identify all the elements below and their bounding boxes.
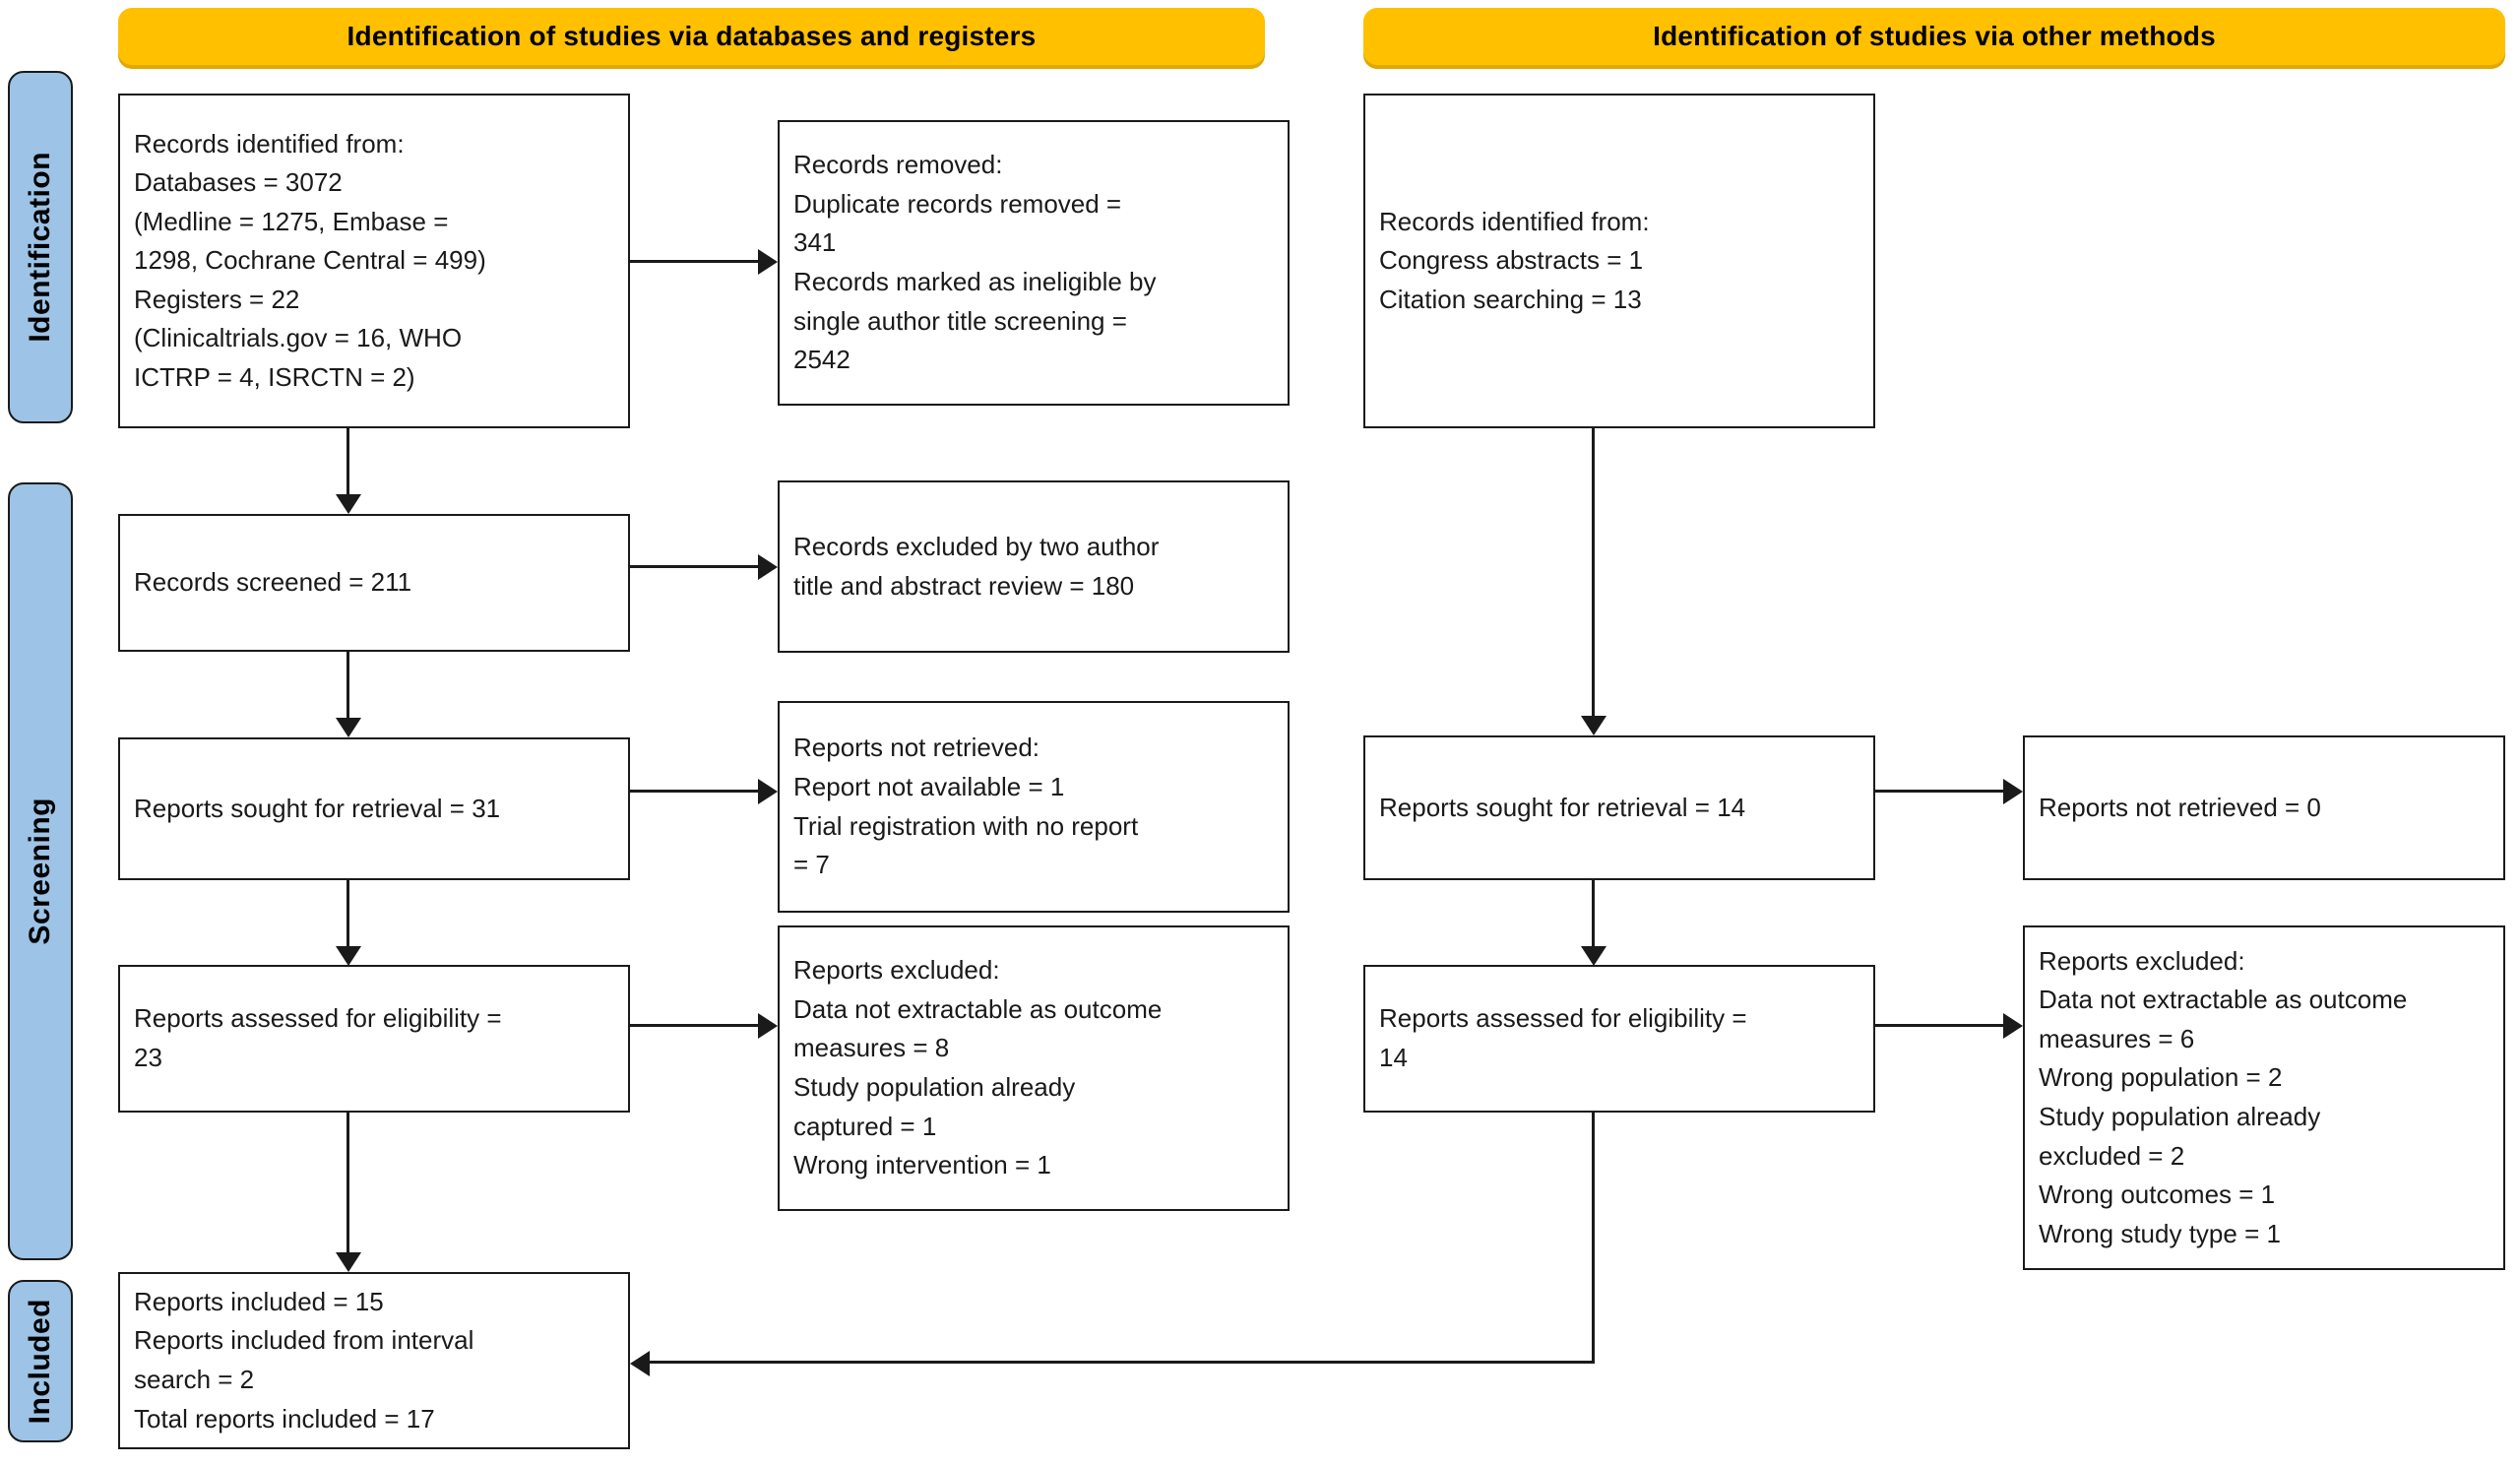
box-line: (Medline = 1275, Embase = [134, 206, 449, 236]
box-line: 23 [134, 1043, 162, 1072]
box-line: Reports excluded: [2039, 945, 2245, 976]
arrowhead-other-identified-to-sought [1581, 716, 1606, 735]
box-line: search = 2 [134, 1365, 255, 1394]
box-reports-sought-retrieval-other: Reports sought for retrieval = 14 [1363, 735, 1875, 880]
box-line: Reports sought for retrieval = 14 [1379, 792, 1746, 822]
phase-label-included: Included [24, 1298, 56, 1425]
arrowhead-other-sought-to-not-retrieved [2003, 779, 2023, 804]
box-line: Report not available = 1 [793, 771, 1065, 801]
connector-sought-to-assessed [346, 880, 349, 954]
box-line: = 7 [793, 850, 830, 880]
box-line: 1298, Cochrane Central = 499) [134, 245, 486, 276]
box-reports-not-retrieved-databases: Reports not retrieved: Report not availa… [778, 701, 1290, 913]
arrowhead-identified-to-removed [758, 249, 778, 275]
box-line: captured = 1 [793, 1111, 937, 1141]
box-line: Reports excluded: [793, 955, 1000, 986]
box-line: Reports included = 15 [134, 1286, 384, 1316]
arrowhead-other-assessed-to-included [630, 1351, 650, 1376]
box-line: Wrong study type = 1 [2039, 1218, 2281, 1248]
box-reports-sought-retrieval-databases: Reports sought for retrieval = 31 [118, 737, 630, 880]
box-line: ICTRP = 4, ISRCTN = 2) [134, 361, 415, 392]
box-line: Records marked as ineligible by [793, 267, 1157, 296]
phase-bar-screening: Screening [8, 482, 73, 1260]
arrowhead-assessed-to-excluded [758, 1013, 778, 1039]
box-line: Reports not retrieved: [793, 733, 1040, 763]
connector-screened-to-excluded [630, 565, 758, 568]
box-line: Reports assessed for eligibility = [134, 1003, 502, 1034]
box-line: Study population already [793, 1072, 1076, 1102]
box-line: Wrong population = 2 [2039, 1062, 2283, 1093]
box-reports-excluded-eligibility-other: Reports excluded: Data not extractable a… [2023, 925, 2505, 1270]
box-line: Registers = 22 [134, 284, 300, 314]
arrowhead-sought-to-not-retrieved [758, 779, 778, 804]
box-records-removed: Records removed: Duplicate records remov… [778, 120, 1290, 406]
box-line: Reports assessed for eligibility = [1379, 1003, 1747, 1034]
box-line: measures = 6 [2039, 1023, 2195, 1053]
connector-assessed-to-excluded [630, 1024, 758, 1027]
box-line: Citation searching = 13 [1379, 284, 1642, 314]
box-line: Data not extractable as outcome [2039, 985, 2408, 1015]
box-line: excluded = 2 [2039, 1140, 2185, 1171]
box-reports-assessed-eligibility-databases: Reports assessed for eligibility = 23 [118, 965, 630, 1113]
box-line: Reports sought for retrieval = 31 [134, 793, 501, 823]
box-line: measures = 8 [793, 1033, 950, 1063]
box-line: Records screened = 211 [134, 567, 412, 598]
box-records-screened: Records screened = 211 [118, 514, 630, 652]
box-line: 2542 [793, 345, 850, 375]
box-records-identified-other-methods: Records identified from: Congress abstra… [1363, 94, 1875, 428]
arrowhead-sought-to-assessed [336, 946, 361, 966]
phase-label-screening: Screening [24, 797, 56, 945]
box-line: Reports not retrieved = 0 [2039, 792, 2321, 822]
arrowhead-screened-to-sought [336, 718, 361, 737]
connector-other-identified-to-sought [1592, 428, 1595, 724]
box-line: Reports included from interval [134, 1325, 474, 1356]
connector-assessed-to-included [346, 1113, 349, 1260]
box-line: title and abstract review = 180 [793, 570, 1135, 601]
box-line: Trial registration with no report [793, 810, 1139, 841]
box-line: Data not extractable as outcome [793, 993, 1163, 1024]
box-reports-assessed-eligibility-other: Reports assessed for eligibility = 14 [1363, 965, 1875, 1113]
box-line: single author title screening = [793, 305, 1127, 336]
banner-databases-and-registers: Identification of studies via databases … [118, 8, 1265, 65]
box-line: Records excluded by two author [793, 531, 1160, 561]
box-records-excluded-title-abstract: Records excluded by two author title and… [778, 480, 1290, 653]
box-line: Total reports included = 17 [134, 1403, 435, 1434]
banner-other-methods-label: Identification of studies via other meth… [1653, 21, 2216, 51]
box-line: Databases = 3072 [134, 167, 343, 198]
box-line: Records removed: [793, 150, 1003, 180]
box-records-identified-databases: Records identified from: Databases = 307… [118, 94, 630, 428]
box-line: (Clinicaltrials.gov = 16, WHO [134, 323, 463, 353]
arrowhead-screened-to-excluded [758, 554, 778, 580]
box-line: Wrong intervention = 1 [793, 1150, 1051, 1180]
box-line: Records identified from: [134, 128, 405, 159]
box-line: Congress abstracts = 1 [1379, 245, 1644, 276]
connector-sought-to-not-retrieved [630, 790, 758, 793]
connector-other-assessed-to-excluded [1875, 1024, 2003, 1027]
banner-other-methods: Identification of studies via other meth… [1363, 8, 2505, 65]
box-line: 341 [793, 227, 837, 258]
connector-other-sought-to-assessed [1592, 880, 1595, 954]
phase-bar-included: Included [8, 1280, 73, 1442]
box-reports-included-final: Reports included = 15 Reports included f… [118, 1272, 630, 1449]
connector-other-assessed-to-included-vertical [1592, 1113, 1595, 1364]
phase-label-identification: Identification [24, 152, 56, 343]
banner-databases-label: Identification of studies via databases … [346, 21, 1037, 51]
connector-other-assessed-to-included-horizontal [650, 1361, 1595, 1364]
connector-identified-to-screened [346, 428, 349, 502]
box-reports-excluded-eligibility-databases: Reports excluded: Data not extractable a… [778, 925, 1290, 1211]
box-line: 14 [1379, 1043, 1408, 1072]
box-line: Wrong outcomes = 1 [2039, 1179, 2276, 1210]
arrowhead-assessed-to-included [336, 1252, 361, 1272]
phase-bar-identification: Identification [8, 71, 73, 423]
box-line: Study population already [2039, 1102, 2321, 1131]
arrowhead-other-assessed-to-excluded [2003, 1013, 2023, 1039]
connector-other-sought-to-not-retrieved [1875, 790, 2003, 793]
connector-identified-to-removed [630, 260, 758, 263]
arrowhead-identified-to-screened [336, 494, 361, 514]
arrowhead-other-sought-to-assessed [1581, 946, 1606, 966]
box-reports-not-retrieved-other: Reports not retrieved = 0 [2023, 735, 2505, 880]
box-line: Records identified from: [1379, 206, 1650, 236]
box-line: Duplicate records removed = [793, 188, 1122, 219]
connector-screened-to-sought [346, 652, 349, 726]
